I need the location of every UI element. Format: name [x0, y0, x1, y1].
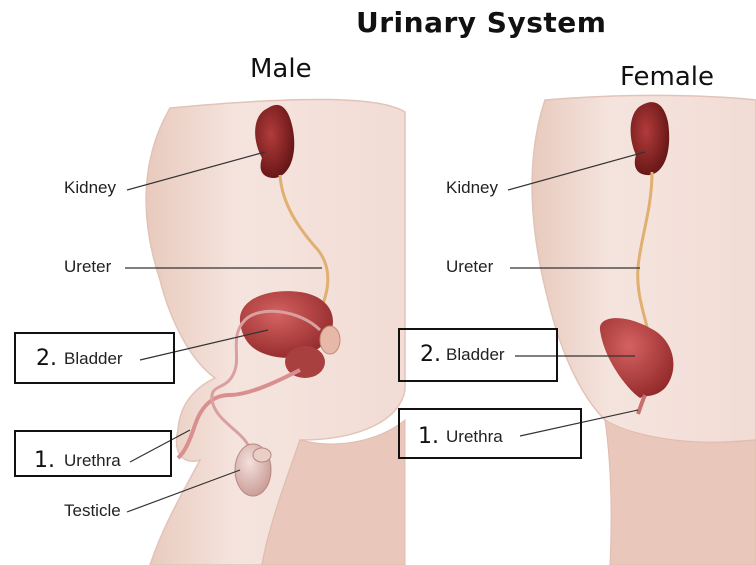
page-title: Urinary System	[356, 6, 606, 39]
female-bladder-number: 2.	[420, 342, 441, 367]
female-urethra-label: Urethra	[446, 427, 503, 447]
male-urethra-label: Urethra	[64, 451, 121, 471]
male-ureter-label: Ureter	[64, 257, 111, 277]
female-bladder-label: Bladder	[446, 345, 505, 365]
male-testicle-label: Testicle	[64, 501, 121, 521]
female-heading: Female	[620, 62, 714, 92]
female-urethra-number: 1.	[418, 424, 439, 449]
female-kidney-label: Kidney	[446, 178, 498, 198]
female-kidney	[631, 102, 670, 175]
female-ureter-label: Ureter	[446, 257, 493, 277]
male-heading: Male	[250, 54, 312, 84]
male-seminal-vesicle	[320, 326, 340, 354]
male-kidney-label: Kidney	[64, 178, 116, 198]
female-leg	[605, 420, 756, 565]
male-epididymis	[253, 448, 271, 462]
male-bladder-label: Bladder	[64, 349, 123, 369]
male-bladder	[240, 291, 333, 358]
male-urethra-number: 1.	[34, 448, 55, 473]
male-kidney	[255, 105, 294, 178]
male-bladder-number: 2.	[36, 346, 57, 371]
